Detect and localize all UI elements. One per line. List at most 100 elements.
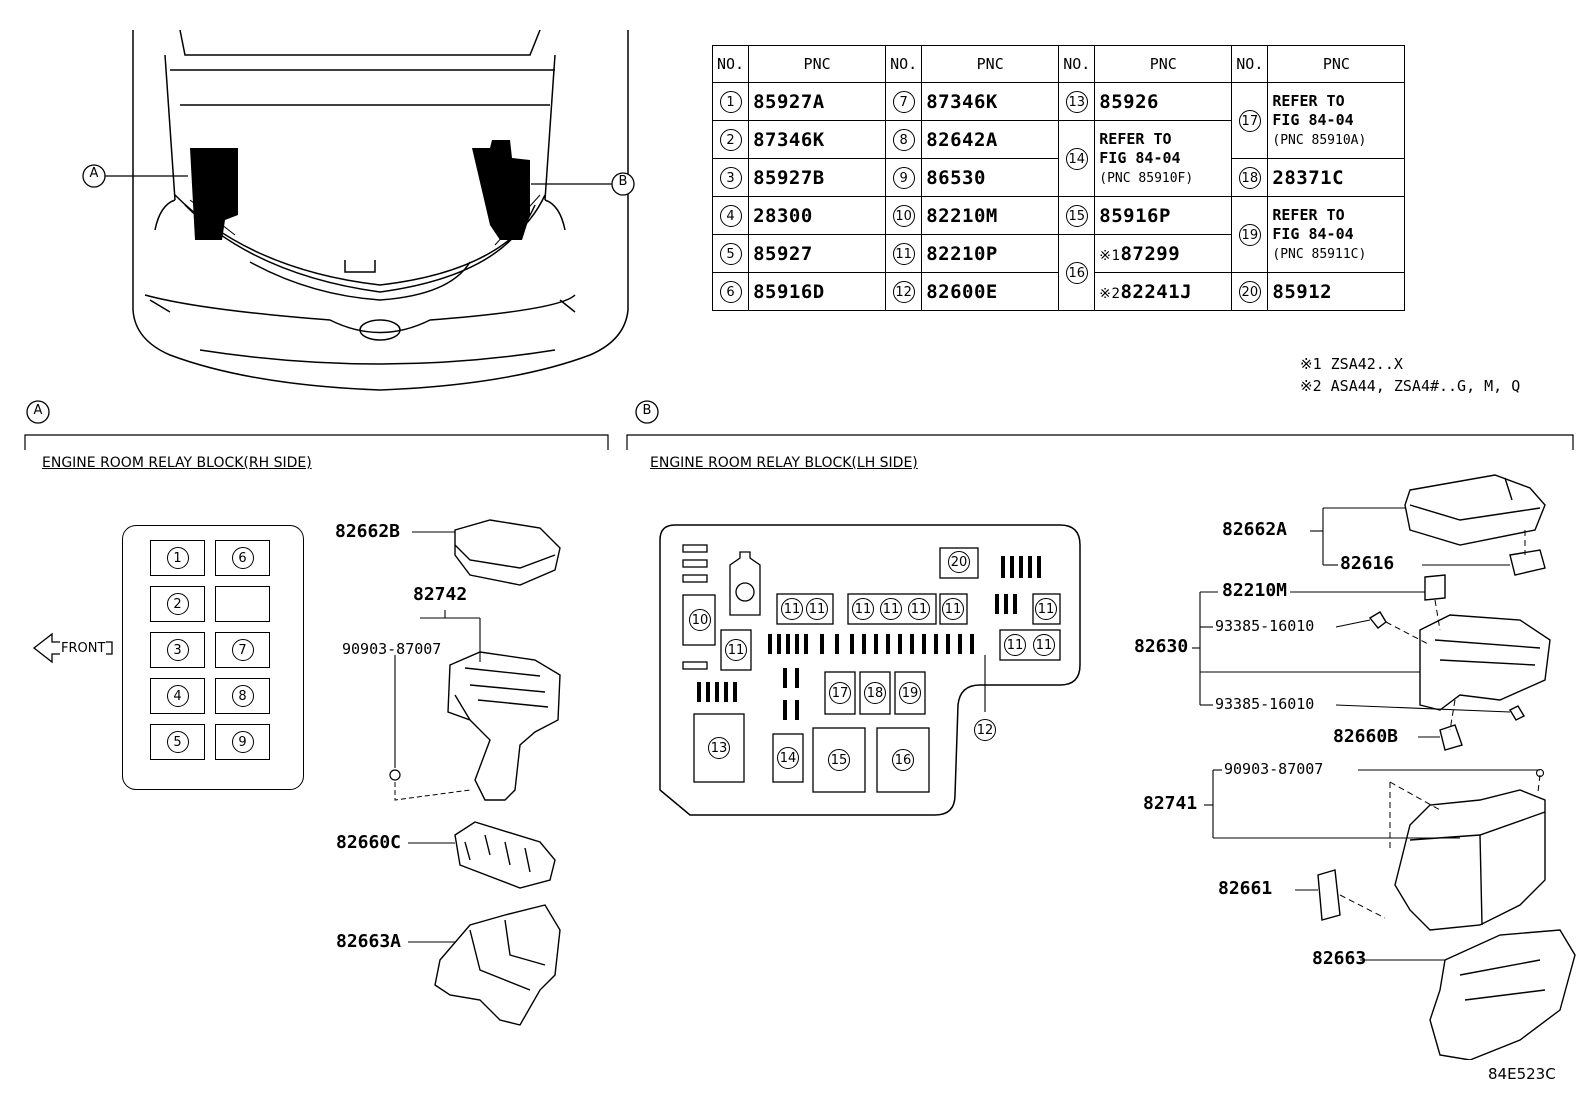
slot-number: 11 (806, 598, 828, 620)
slot-number: 14 (777, 747, 799, 769)
slot-number: 15 (828, 749, 850, 771)
section-b-title: ENGINE ROOM RELAY BLOCK(LH SIDE) (650, 455, 918, 471)
ref-line: FIG 84-04 (1272, 110, 1354, 129)
pnc-value: ※282241J (1094, 272, 1233, 311)
section-a-marker: A (33, 403, 43, 418)
pnc-value: 82600E (921, 272, 1060, 311)
slot-number: 6 (231, 547, 254, 569)
item-number: 18 (1238, 166, 1261, 189)
callout-82630: 82630 (1134, 636, 1189, 657)
pnc-value: ※187299 (1094, 234, 1233, 273)
variant-note: ※1 ZSA42..X (1300, 355, 1403, 373)
item-number: 7 (892, 90, 915, 113)
col-header-no: NO. (1231, 45, 1269, 83)
pnc-value: 82210M (921, 196, 1060, 235)
item-number: 3 (719, 166, 742, 189)
variant-note: ※2 ASA44, ZSA4#..G, M, Q (1300, 377, 1521, 395)
pnc-value: 85927B (748, 158, 887, 197)
section-b-marker: B (642, 403, 652, 418)
callout-82662a: 82662A (1222, 519, 1288, 540)
slot-number: 17 (829, 682, 851, 704)
item-number: 11 (892, 242, 915, 265)
relay-block-rh-silhouette (190, 148, 238, 240)
item-number: 15 (1065, 204, 1088, 227)
table-row: 2 87346K 8 82642A 14 REFER TO FIG 84-04 … (711, 120, 1405, 197)
front-label: FRONT (60, 641, 107, 656)
pnc-reference: REFER TO FIG 84-04 (PNC 85910A) (1267, 82, 1406, 159)
relay-slot: 7 (215, 632, 270, 668)
col-header-no: NO. (1058, 45, 1096, 83)
slot-number: 12 (974, 719, 996, 741)
relay-slot: 9 (215, 724, 270, 760)
pnc-value: 86530 (921, 158, 1060, 197)
callout-82660b: 82660B (1333, 726, 1399, 747)
callout-82742: 82742 (413, 584, 468, 605)
item-number: 19 (1238, 223, 1261, 246)
overview-label-b: B (618, 174, 628, 189)
slot-number: 18 (864, 682, 886, 704)
pnc-value: 85927 (748, 234, 887, 273)
callout-82616: 82616 (1340, 553, 1395, 574)
relay-slot: 2 (150, 586, 205, 622)
col-header-pnc: PNC (1094, 45, 1233, 83)
overview-label-a: A (89, 166, 99, 181)
pnc-value: 87299 (1120, 242, 1181, 265)
item-number: 16 (1065, 261, 1088, 284)
pnc-value: 87346K (748, 120, 887, 159)
slot-number: 10 (689, 609, 711, 631)
rh-relay-grid: 1 6 2 3 7 4 8 5 9 (150, 540, 278, 760)
ref-line: FIG 84-04 (1099, 148, 1181, 167)
slot-number: 11 (781, 598, 803, 620)
variant-mark: ※2 (1099, 285, 1121, 302)
ref-line: REFER TO (1099, 129, 1172, 148)
relay-slot: 6 (215, 540, 270, 576)
item-number: 4 (719, 204, 742, 227)
relay-slot-empty (215, 586, 270, 622)
slot-number: 11 (725, 639, 747, 661)
ref-line: REFER TO (1272, 91, 1345, 110)
pnc-value: 87346K (921, 82, 1060, 121)
col-header-no: NO. (711, 45, 750, 83)
callout-82663a: 82663A (336, 931, 402, 952)
slot-number: 11 (942, 598, 964, 620)
item-number: 5 (719, 242, 742, 265)
slot-number: 20 (948, 551, 970, 573)
table-row: 5 85927 11 82210P 16 ※187299 (711, 234, 1405, 311)
relay-slot: 1 (150, 540, 205, 576)
pnc-reference: REFER TO FIG 84-04 (PNC 85910F) (1094, 120, 1233, 197)
vehicle-front-overview (82, 29, 635, 391)
ref-line: (PNC 85911C) (1272, 246, 1367, 262)
slot-number: 11 (1035, 598, 1057, 620)
front-arrow-icon (32, 632, 113, 664)
pnc-value: 82241J (1120, 280, 1193, 303)
pnc-value: 85927A (748, 82, 887, 121)
section-a-bracket (24, 400, 609, 450)
item-number: 9 (892, 166, 915, 189)
pnc-value: 28300 (748, 196, 887, 235)
item-number: 14 (1065, 147, 1088, 170)
col-header-pnc: PNC (1267, 45, 1406, 83)
section-a-title: ENGINE ROOM RELAY BLOCK(RH SIDE) (42, 455, 312, 471)
slot-number: 7 (231, 639, 254, 661)
slot-number: 16 (892, 749, 914, 771)
slot-number: 9 (231, 731, 254, 753)
slot-number: 8 (231, 685, 254, 707)
relay-slot: 8 (215, 678, 270, 714)
callout-82660c: 82660C (336, 832, 402, 853)
callout-82661: 82661 (1218, 878, 1273, 899)
slot-number: 11 (1033, 634, 1055, 656)
pnc-value: 28371C (1267, 158, 1406, 197)
rh-exploded-parts (389, 519, 561, 1026)
item-number: 10 (892, 204, 915, 227)
col-header-pnc: PNC (921, 45, 1060, 83)
slot-number: 19 (899, 682, 921, 704)
pnc-value: 82210P (921, 234, 1060, 273)
item-number: 17 (1238, 109, 1261, 132)
callout-82210m: 82210M (1222, 580, 1288, 601)
table-row: 4 28300 10 82210M 15 85916P 19 REFER TO … (711, 196, 1406, 273)
pnc-table: NO. PNC NO. PNC NO. PNC NO. PNC 1 85927A… (711, 45, 1406, 311)
slot-number: 2 (166, 593, 189, 615)
callout-82662b: 82662B (335, 521, 401, 542)
slot-number: 3 (166, 639, 189, 661)
relay-slot: 5 (150, 724, 205, 760)
